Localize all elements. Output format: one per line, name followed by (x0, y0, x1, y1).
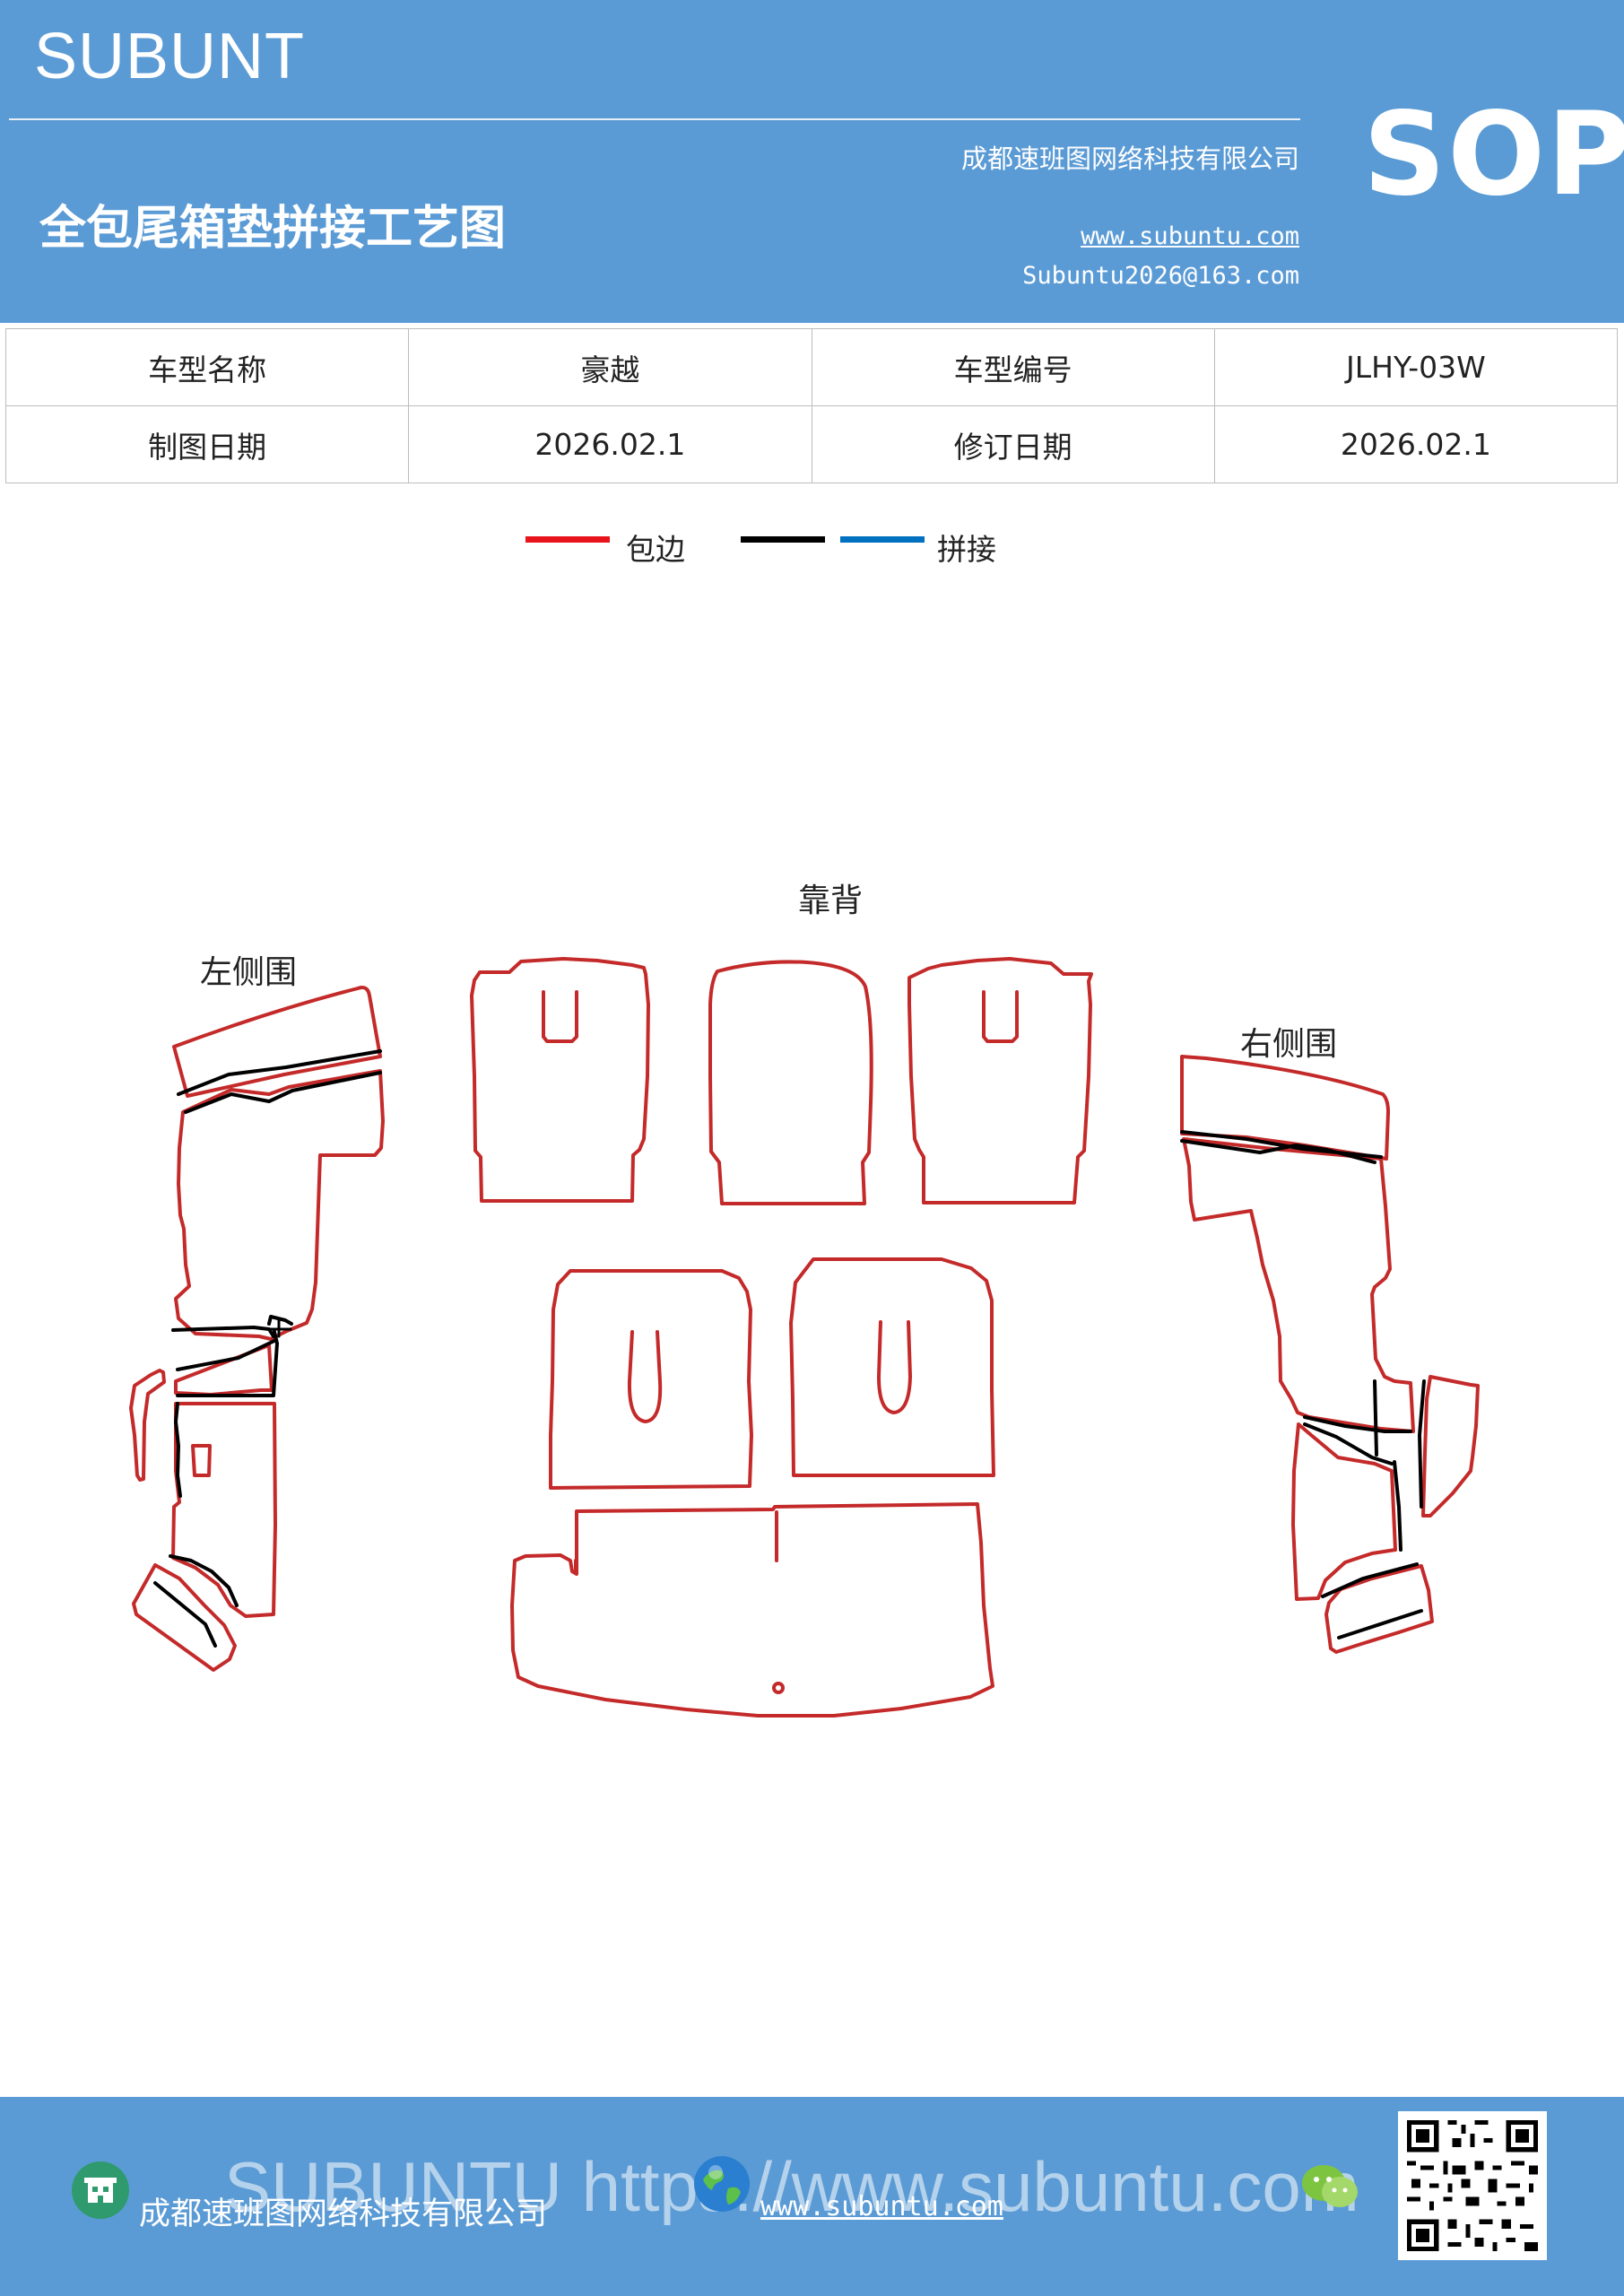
splice-right-8 (1337, 1609, 1423, 1639)
left-side-top-piece (172, 986, 382, 1098)
left-side-strip-piece (174, 1344, 274, 1396)
page-title: 全包尾箱垫拼接工艺图 (39, 202, 507, 256)
splice-left-7 (169, 1554, 239, 1607)
left-side-flap-piece (129, 1369, 166, 1482)
qr-code-icon (1398, 2111, 1547, 2260)
cell-label: 修订日期 (811, 405, 1215, 483)
legend-splice-label: 拼接 (937, 532, 996, 567)
table-row: 车型名称 豪越 车型编号 JLHY-03W (4, 328, 1619, 406)
label-right-side: 右侧围 (1240, 1026, 1338, 1063)
label-backrest: 靠背 (798, 883, 864, 919)
footer-company-name: 成都速班图网络科技有限公司 (139, 2196, 548, 2232)
seat-slot-right (877, 1320, 912, 1414)
website-link[interactable]: www.subuntu.com (1081, 222, 1299, 250)
cell-label: 车型名称 (4, 328, 410, 406)
brand-logo: SUBUNT (34, 21, 306, 92)
right-side-flap-piece (1421, 1375, 1480, 1518)
trunk-floor-piece (510, 1502, 994, 1718)
splice-right-2 (1180, 1139, 1376, 1164)
company-name: 成都速班图网络科技有限公司 (960, 144, 1299, 174)
splice-left-2 (184, 1071, 382, 1114)
cell-value: 2026.02.1 (408, 405, 812, 483)
splice-right-6 (1393, 1460, 1403, 1552)
email-address: Subuntu2026@163.com (1022, 262, 1299, 290)
splice-right-7 (1321, 1562, 1419, 1598)
left-side-slot (191, 1444, 212, 1477)
splice-left-4 (176, 1339, 276, 1371)
splice-floor-left (574, 1559, 578, 1574)
legend-splice-blue-swatch (840, 536, 925, 543)
backrest-piece-center (708, 960, 873, 1205)
backrest-piece-right (908, 957, 1093, 1205)
backrest-piece-left (470, 957, 650, 1203)
info-table: 车型名称 豪越 车型编号 JLHY-03W 制图日期 2026.02.1 修订日… (4, 328, 1619, 483)
splice-left-3 (171, 1326, 275, 1338)
right-side-lower-piece (1291, 1422, 1397, 1601)
splice-left-5 (176, 1330, 279, 1397)
wechat-icon (1302, 2165, 1358, 2207)
cell-label: 制图日期 (4, 405, 410, 483)
globe-icon (694, 2156, 750, 2212)
right-side-top-piece (1180, 1055, 1390, 1161)
seat-piece-right (789, 1257, 995, 1477)
splice-right-3 (1303, 1415, 1412, 1433)
splice-left-1 (177, 1049, 382, 1096)
table-row: 制图日期 2026.02.1 修订日期 2026.02.1 (4, 405, 1619, 483)
footer: SUBUNTU https://www.subuntu.com 成都速班图网络科… (0, 2097, 1624, 2296)
header-divider (9, 118, 1300, 120)
cell-label: 车型编号 (811, 328, 1215, 406)
footer-website-link[interactable]: www.subuntu.com (760, 2191, 1003, 2222)
cell-value: 豪越 (408, 328, 812, 406)
seat-piece-left (549, 1269, 753, 1490)
qr-code (1398, 2111, 1547, 2260)
splice-left-6 (174, 1402, 182, 1498)
right-side-main-piece (1182, 1137, 1415, 1433)
cell-value: JLHY-03W (1213, 328, 1619, 406)
splice-marker (267, 1317, 292, 1338)
splice-left-8 (153, 1581, 217, 1648)
splice-right-5 (1418, 1379, 1426, 1509)
trunk-floor-hole (772, 1682, 785, 1694)
splice-right-9 (1373, 1379, 1378, 1457)
backrest-slot-left (542, 990, 578, 1043)
seat-slot-left (627, 1330, 663, 1423)
left-side-corner-piece (132, 1563, 237, 1672)
splice-right-4 (1303, 1422, 1394, 1465)
footer-watermark: SUBUNTU https://www.subuntu.com (224, 2147, 1359, 2226)
building-icon (72, 2161, 129, 2219)
legend-splice-black-swatch (741, 536, 825, 543)
sop-badge: SOP (1363, 88, 1624, 222)
header: SUBUNT SOP 成都速班图网络科技有限公司 全包尾箱垫拼接工艺图 www.… (0, 0, 1624, 323)
legend-edge-label: 包边 (626, 532, 685, 567)
backrest-slot-right (982, 990, 1019, 1043)
legend: 包边 拼接 (0, 520, 1624, 574)
legend-edge-swatch (525, 536, 610, 543)
label-left-side: 左侧围 (200, 954, 298, 991)
cell-value: 2026.02.1 (1213, 405, 1619, 483)
right-side-corner-piece (1324, 1564, 1434, 1654)
left-side-main-piece (174, 1069, 385, 1341)
